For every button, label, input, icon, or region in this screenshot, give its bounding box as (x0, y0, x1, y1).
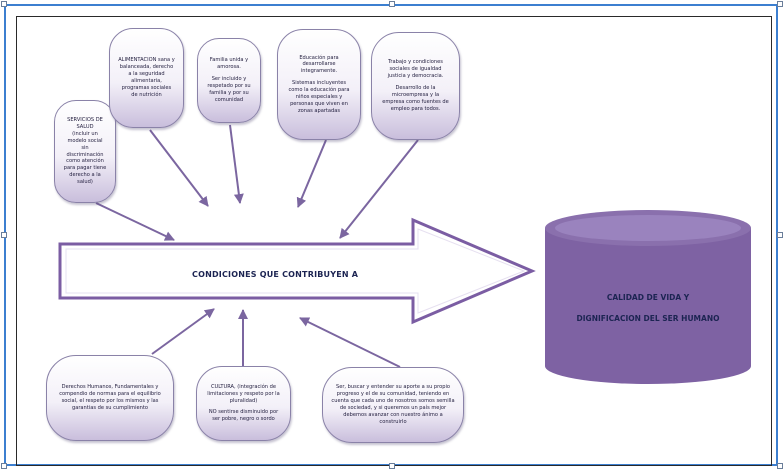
target-cylinder (545, 210, 751, 384)
connector-educacion (296, 139, 327, 208)
node-text: CULTURA, (integración de limitaciones y … (207, 383, 280, 404)
node-text: Educación para desarrollarse integrament… (299, 54, 339, 75)
resize-handle-top-left[interactable] (1, 1, 7, 7)
resize-handle-top-right[interactable] (777, 1, 783, 7)
target-label-line1: CALIDAD DE VIDA Y (606, 293, 690, 302)
node-extra-text: NO sentirse disminuido por ser pobre, ne… (208, 409, 279, 423)
center-label: CONDICIONES QUE CONTRIBUYEN A (192, 270, 359, 279)
node-educacion: Educación para desarrollarse integrament… (277, 29, 361, 140)
node-extra-text: Desarrollo de la microempresa y la empre… (382, 85, 449, 112)
node-text: Derechos Humanos, Fundamentales y compen… (59, 384, 161, 411)
node-ser-aporte: Ser, buscar y entender su aporte a su pr… (322, 367, 464, 443)
node-text: ALIMENTACION sana y balanceada, derecho … (118, 57, 175, 98)
resize-handle-middle-right[interactable] (777, 232, 783, 238)
resize-handle-bottom-center[interactable] (389, 463, 395, 469)
resize-handle-bottom-right[interactable] (777, 463, 783, 469)
node-servicios-salud: SERVICIOS DE SALUD (incluir un modelo so… (54, 100, 116, 203)
connector-derechos (151, 308, 215, 355)
node-text: Trabajo y condiciones sociales de iguald… (387, 59, 444, 80)
central-block-arrow (58, 217, 536, 325)
node-cultura: CULTURA, (integración de limitaciones y … (196, 366, 291, 441)
connector-trabajo (339, 139, 419, 239)
connector-ser (299, 317, 401, 368)
connector-alimentacion (149, 129, 209, 207)
node-derechos-humanos: Derechos Humanos, Fundamentales y compen… (46, 355, 174, 441)
node-extra-text: Ser incluido y respetado por su familia … (207, 76, 251, 103)
connector-salud (95, 202, 175, 241)
resize-handle-top-center[interactable] (389, 1, 395, 7)
node-text: Familia unida y amorosa. (209, 57, 249, 71)
node-extra-text: Sistemas incluyentes como la educación p… (288, 80, 350, 114)
node-trabajo: Trabajo y condiciones sociales de iguald… (371, 32, 460, 140)
node-text: SERVICIOS DE SALUD (incluir un modelo so… (63, 117, 107, 185)
resize-handle-bottom-left[interactable] (1, 463, 7, 469)
node-familia: Familia unida y amorosa. Ser incluido y … (197, 38, 261, 123)
connector-familia (229, 124, 244, 204)
node-alimentacion: ALIMENTACION sana y balanceada, derecho … (109, 28, 184, 128)
node-text: Ser, buscar y entender su aporte a su pr… (331, 384, 455, 425)
target-label-line2: DIGNIFICACION DEL SER HUMANO (576, 314, 720, 323)
resize-handle-middle-left[interactable] (1, 232, 7, 238)
